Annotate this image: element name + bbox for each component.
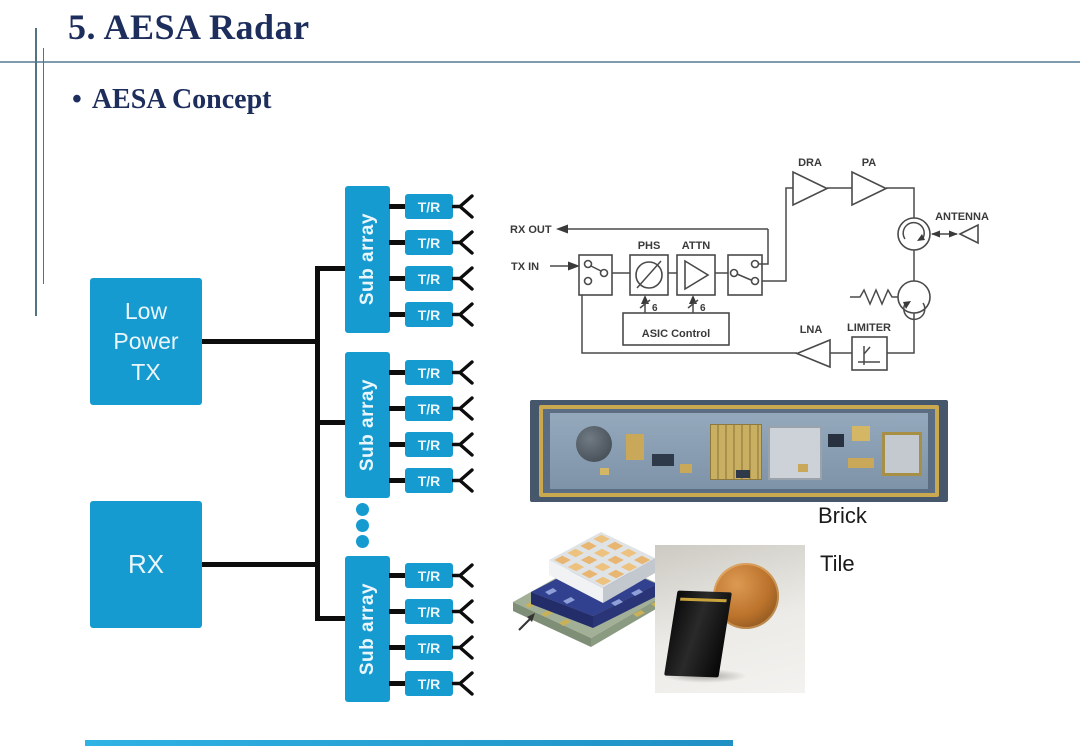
tr-stub bbox=[389, 609, 405, 614]
tr-stub bbox=[389, 442, 405, 447]
subarray-label: Sub array bbox=[356, 582, 378, 676]
subarray-label: Sub array bbox=[356, 378, 378, 472]
asic-control-label: ASIC Control bbox=[642, 328, 710, 340]
circulator-icon bbox=[897, 217, 931, 251]
brick-photo bbox=[530, 400, 948, 502]
antenna-icon bbox=[452, 396, 474, 421]
tr-module-schematic: RX OUT TX IN PHS ATTN bbox=[510, 157, 989, 371]
asic-control-box bbox=[622, 312, 730, 346]
rx-feed-line bbox=[202, 562, 318, 567]
subarray-label: Sub array bbox=[356, 213, 378, 306]
tr-module: T/R bbox=[405, 230, 453, 255]
antenna-label: ANTENNA bbox=[935, 211, 989, 223]
penny-photo-image bbox=[655, 545, 805, 693]
bus-width-label-1: 6 bbox=[652, 303, 658, 314]
low-power-tx-box: Low Power TX bbox=[90, 278, 202, 405]
bullet-marker: • bbox=[72, 84, 82, 115]
rx-out-label: RX OUT bbox=[510, 224, 552, 236]
bottom-accent-bar bbox=[85, 740, 733, 746]
branch-line-1 bbox=[315, 266, 348, 271]
dra-amp-icon bbox=[792, 170, 829, 207]
branch-line-3 bbox=[315, 616, 348, 621]
attn-label: ATTN bbox=[682, 240, 711, 252]
pa-label: PA bbox=[862, 157, 877, 169]
antenna-icon bbox=[452, 302, 474, 327]
antenna-symbol-icon bbox=[958, 223, 979, 245]
chip-image bbox=[664, 590, 732, 678]
tr-module: T/R bbox=[405, 599, 453, 624]
tr-stub bbox=[389, 312, 405, 317]
antenna-icon bbox=[452, 468, 474, 493]
tile-module-image bbox=[513, 532, 673, 647]
subarray-box-2: Sub array bbox=[345, 352, 390, 498]
tr-module: T/R bbox=[405, 635, 453, 660]
tr-stub bbox=[389, 240, 405, 245]
subarray-box-3: Sub array bbox=[345, 556, 390, 702]
lna-label: LNA bbox=[800, 324, 823, 336]
tx-in-label: TX IN bbox=[511, 261, 539, 273]
brick-caption: Brick bbox=[818, 503, 867, 528]
antenna-icon bbox=[452, 563, 474, 588]
tr-stub bbox=[389, 573, 405, 578]
tr-module: T/R bbox=[405, 194, 453, 219]
pa-amp-icon bbox=[851, 170, 888, 207]
subarray-box-1: Sub array bbox=[345, 186, 390, 333]
rx-box: RX bbox=[90, 501, 202, 628]
branch-line-2 bbox=[315, 420, 348, 425]
ellipsis-dot bbox=[356, 535, 369, 548]
tr-module: T/R bbox=[405, 468, 453, 493]
antenna-icon bbox=[452, 432, 474, 457]
tx-feed-line bbox=[202, 339, 318, 344]
tr-module: T/R bbox=[405, 360, 453, 385]
tr-stub bbox=[389, 204, 405, 209]
phs-label: PHS bbox=[638, 240, 661, 252]
vertical-accent-line-1 bbox=[35, 28, 37, 316]
trunk-line bbox=[315, 266, 320, 621]
antenna-icon bbox=[452, 671, 474, 696]
ellipsis-dot bbox=[356, 503, 369, 516]
tr-module: T/R bbox=[405, 671, 453, 696]
resistor-load-icon bbox=[850, 288, 898, 306]
vertical-accent-line-2 bbox=[43, 48, 44, 284]
antenna-icon bbox=[452, 360, 474, 385]
tr-stub bbox=[389, 406, 405, 411]
spdt-switch-icon bbox=[727, 254, 763, 296]
tr-module: T/R bbox=[405, 266, 453, 291]
tr-stub bbox=[389, 478, 405, 483]
tr-module: T/R bbox=[405, 563, 453, 588]
spdt-switch-icon bbox=[578, 254, 613, 296]
tr-stub bbox=[389, 370, 405, 375]
limiter-icon bbox=[851, 336, 888, 371]
section-bullet: • AESA Concept bbox=[72, 84, 272, 116]
antenna-icon bbox=[452, 230, 474, 255]
tr-stub bbox=[389, 276, 405, 281]
attenuator-amp-icon bbox=[676, 254, 716, 296]
tr-stub bbox=[389, 645, 405, 650]
ellipsis-dot bbox=[356, 519, 369, 532]
tr-stub bbox=[389, 681, 405, 686]
antenna-icon bbox=[452, 266, 474, 291]
title-underline bbox=[0, 61, 1080, 63]
phase-shifter-icon bbox=[629, 254, 669, 296]
tile-top-module bbox=[549, 532, 655, 603]
bullet-text: AESA Concept bbox=[91, 84, 272, 115]
tr-module: T/R bbox=[405, 396, 453, 421]
lna-amp-icon bbox=[794, 338, 831, 369]
antenna-icon bbox=[452, 599, 474, 624]
tr-module: T/R bbox=[405, 432, 453, 457]
tile-caption: Tile bbox=[820, 551, 855, 576]
dra-label: DRA bbox=[798, 157, 822, 169]
tile-pointer-arrow-icon bbox=[518, 613, 535, 631]
antenna-icon bbox=[452, 194, 474, 219]
antenna-icon bbox=[452, 635, 474, 660]
tr-module: T/R bbox=[405, 302, 453, 327]
page-title: 5. AESA Radar bbox=[68, 7, 310, 47]
bus-width-label-2: 6 bbox=[700, 303, 706, 314]
limiter-label: LIMITER bbox=[847, 322, 891, 334]
